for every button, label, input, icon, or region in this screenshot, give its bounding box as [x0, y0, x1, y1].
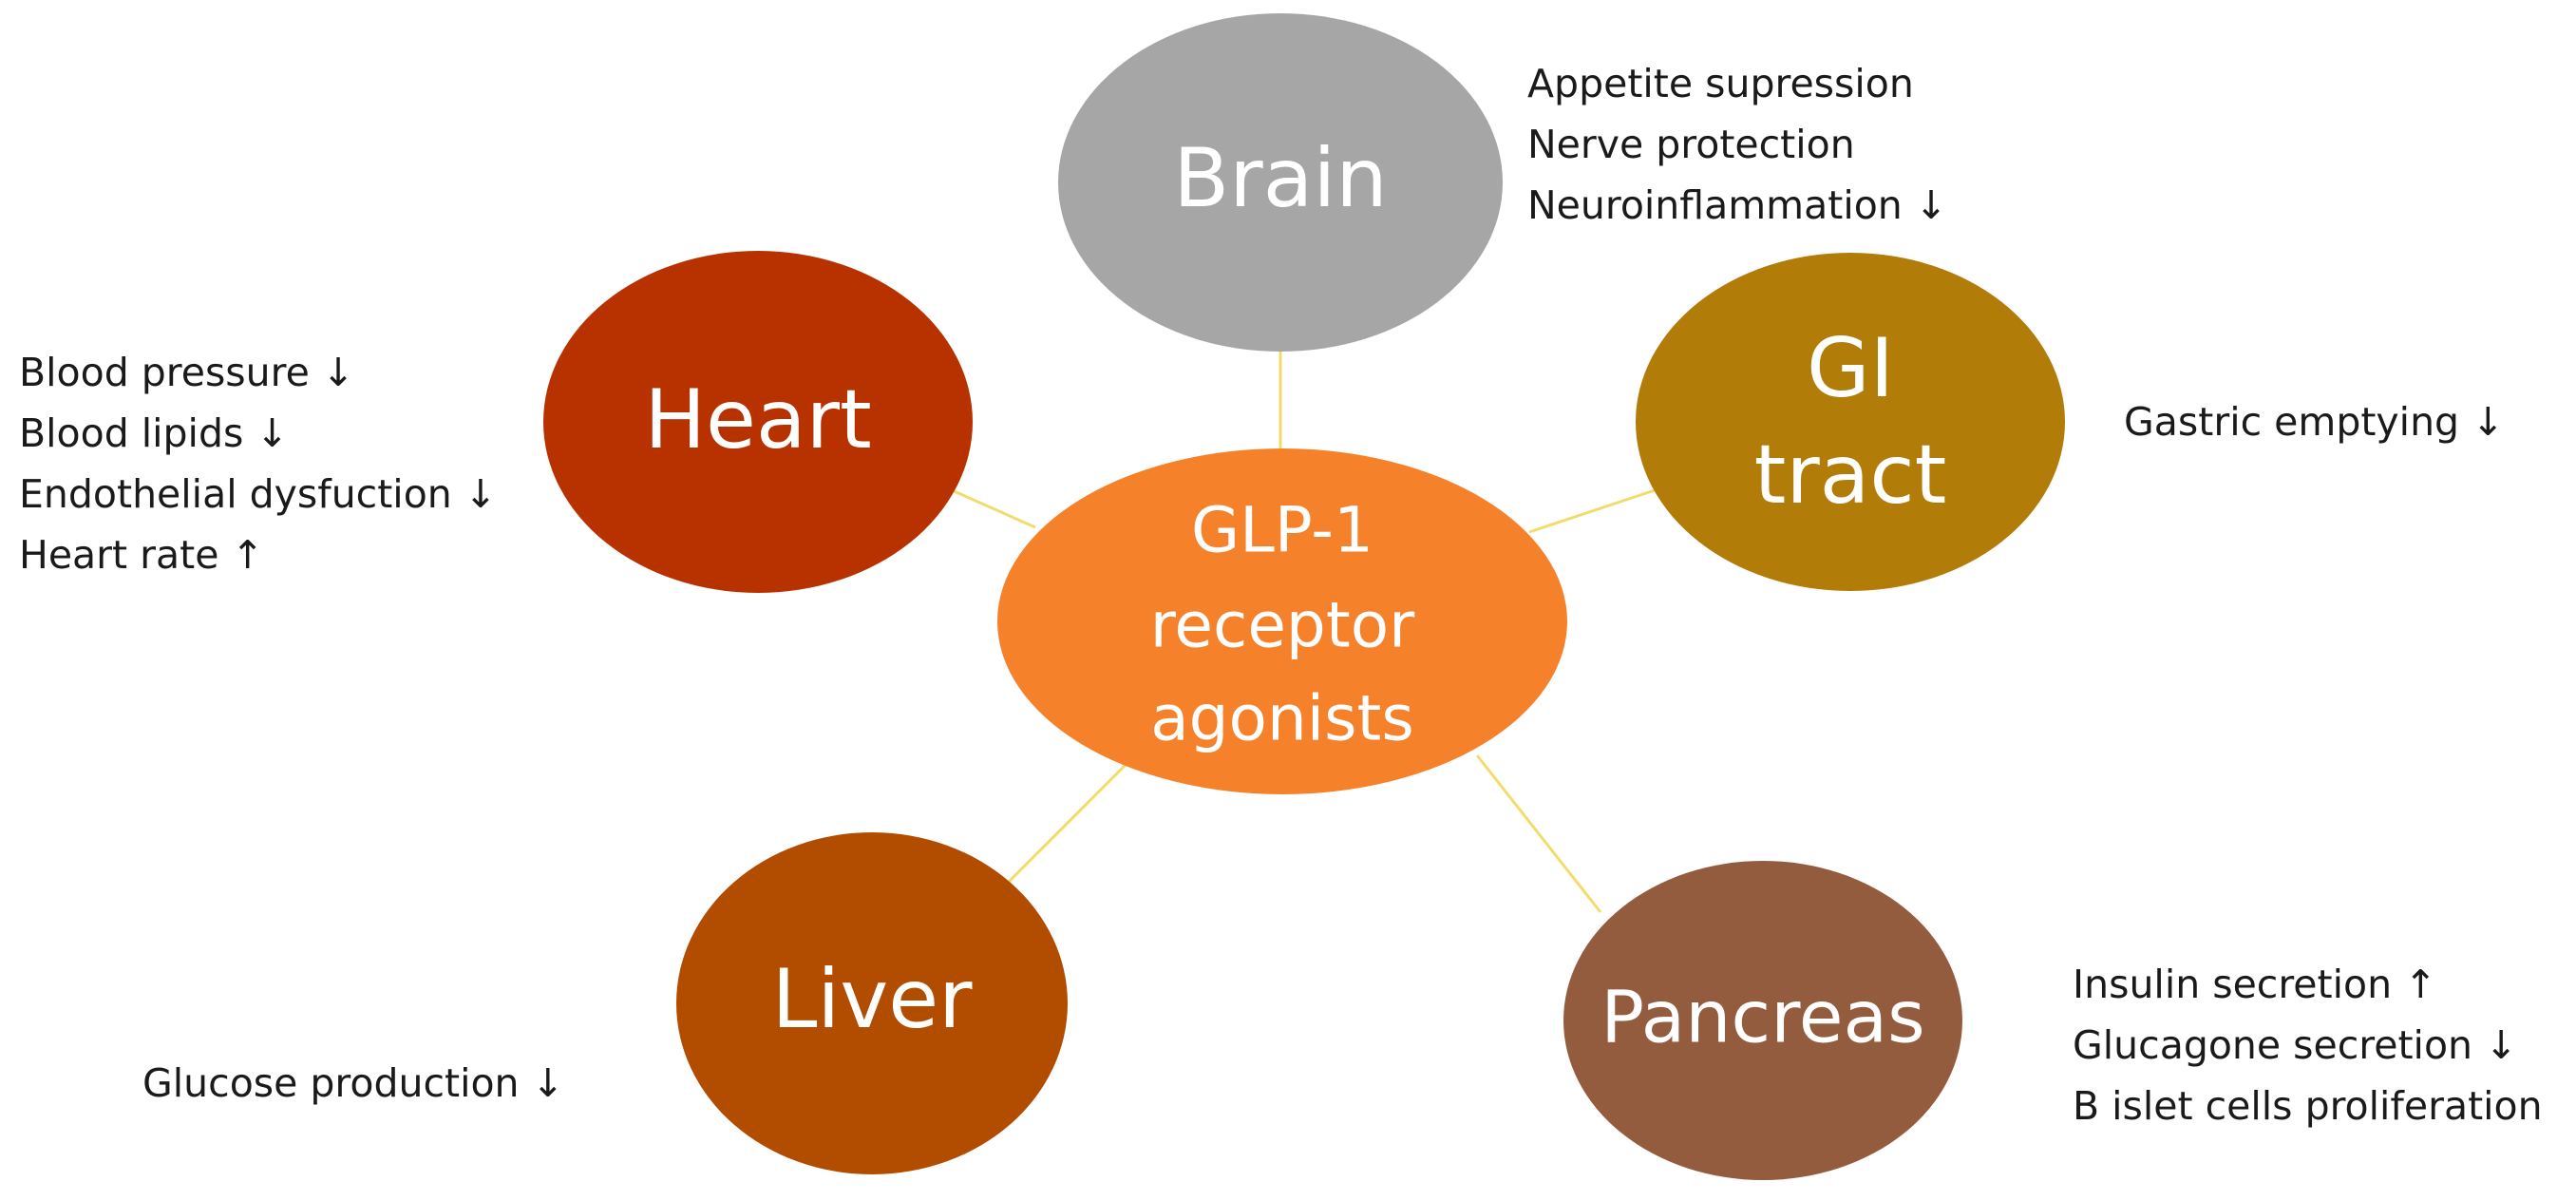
connector-pancreas	[1475, 754, 1602, 913]
heart-effect: Endothelial dysfuction ↓	[19, 471, 498, 517]
liver-effect: Glucose production ↓	[142, 1060, 564, 1106]
liver-node	[676, 832, 1068, 1174]
brain-node	[1058, 13, 1503, 352]
heart-label: Heart	[644, 372, 871, 467]
liver-label: Liver	[772, 952, 974, 1047]
pancreas-effect: Insulin secretion ↑	[2073, 962, 2437, 1007]
glp1-center-node	[997, 448, 1567, 794]
pancreas-effect: Glucagone secretion ↓	[2073, 1022, 2518, 1068]
connector-liver	[1000, 763, 1127, 890]
heart-effect: Blood pressure ↓	[19, 350, 355, 395]
heart-node	[543, 251, 973, 593]
center-label-line-3: agonists	[1150, 682, 1414, 755]
heart-effect: Heart rate ↑	[19, 532, 264, 578]
brain-effect: Neuroinflammation ↓	[1527, 182, 1948, 228]
brain-effect: Nerve protection	[1527, 122, 1855, 167]
pancreas-label: Pancreas	[1601, 975, 1924, 1059]
pancreas-node	[1563, 861, 1962, 1180]
gi-label-line-1: GI	[1807, 321, 1894, 416]
center-label-line-2: receptor	[1150, 589, 1415, 662]
gi-effect: Gastric emptying ↓	[2124, 399, 2505, 445]
gi-tract-node	[1636, 253, 2065, 591]
connector-heart	[949, 487, 1036, 529]
brain-effect: Appetite supression	[1527, 61, 1914, 106]
pancreas-effect: B islet cells proliferation	[2073, 1083, 2543, 1129]
brain-label: Brain	[1173, 131, 1387, 226]
gi-label-line-2: tract	[1754, 428, 1947, 523]
connector-gi	[1528, 487, 1658, 534]
center-label-line-1: GLP-1	[1191, 494, 1373, 567]
heart-effect: Blood lipids ↓	[19, 410, 289, 456]
